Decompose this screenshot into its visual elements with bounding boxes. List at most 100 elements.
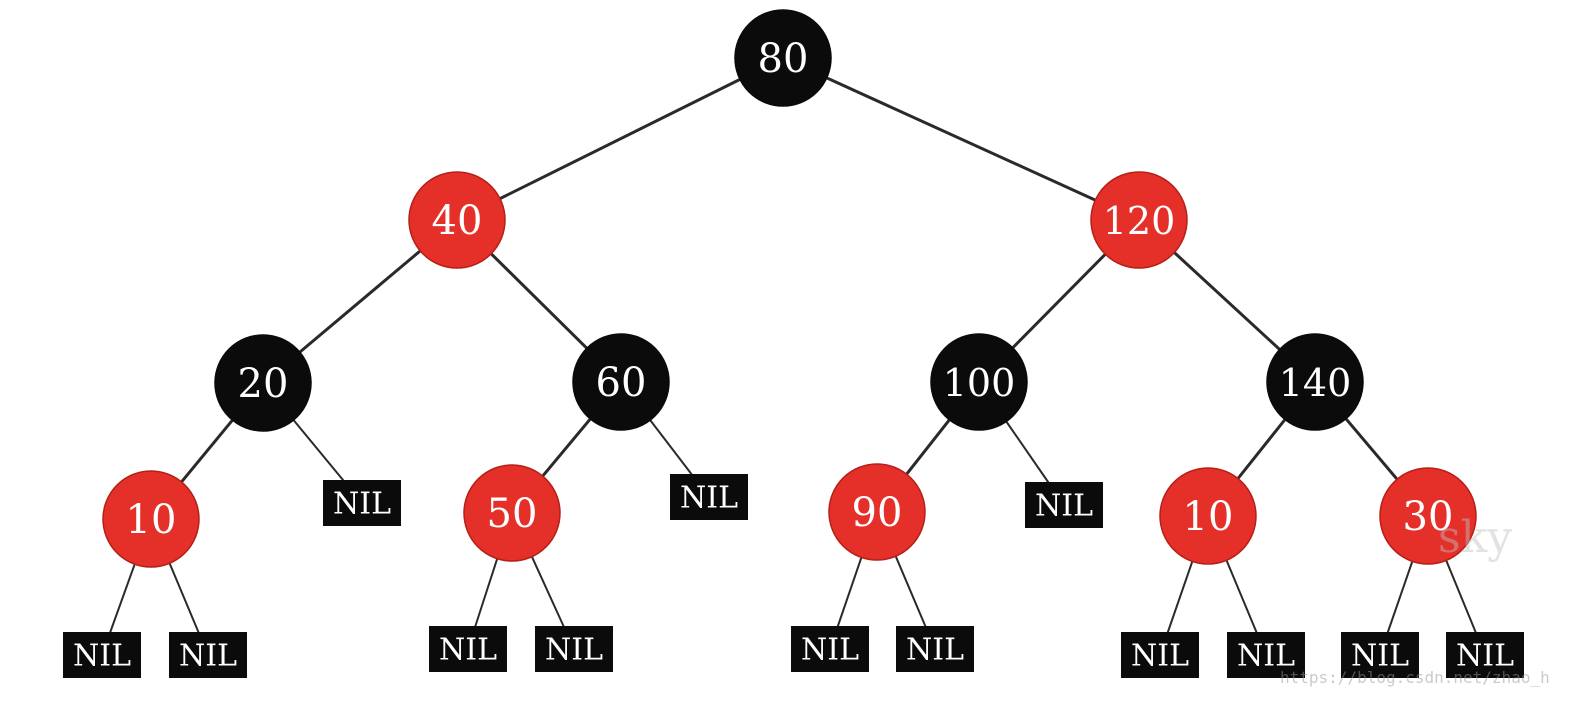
edge-90-to-nil-rllr: [894, 555, 927, 627]
edge-30-to-nil-rrrl: [1386, 560, 1414, 633]
black-node-80: 80: [734, 9, 832, 107]
nil-box: [169, 632, 247, 678]
edge-120-to-100-rl: [1011, 252, 1107, 350]
node-circle: [1266, 333, 1364, 431]
nil-leaf: NIL: [63, 632, 141, 678]
red-node-120: 120: [1090, 171, 1188, 269]
node-circle: [102, 470, 200, 568]
node-circle: [1379, 467, 1477, 565]
edge-60-to-50-lrl: [541, 417, 592, 478]
nil-box: [1227, 632, 1305, 678]
nil-box: [535, 626, 613, 672]
node-label: 50: [487, 491, 538, 537]
edge-10-to-nil-llll: [109, 563, 136, 633]
nil-label: NIL: [439, 633, 497, 668]
nil-box: [896, 626, 974, 672]
nil-label: NIL: [545, 633, 603, 668]
edge-100-to-nil-rlr: [1005, 420, 1050, 483]
node-circle: [463, 464, 561, 562]
node-label: 30: [1403, 494, 1454, 540]
edge-140-to-30-rrr: [1344, 417, 1399, 481]
edge-50-to-nil-lrll: [474, 557, 499, 627]
watermark-sky: sky: [1438, 512, 1513, 563]
nil-leaf: NIL: [1025, 482, 1103, 528]
edge-50-to-nil-lrlr: [530, 555, 565, 627]
edge-100-to-90-rll: [905, 418, 951, 476]
nil-leaf: NIL: [169, 632, 247, 678]
black-node-60: 60: [572, 333, 670, 431]
red-node-10: 10: [102, 470, 200, 568]
nil-label: NIL: [1131, 639, 1189, 674]
nil-box: [1121, 632, 1199, 678]
nil-leaf: NIL: [670, 474, 748, 520]
black-node-100: 100: [930, 333, 1028, 431]
node-label: 10: [126, 497, 177, 543]
edge-90-to-nil-rlll: [836, 556, 863, 627]
black-node-20: 20: [214, 334, 312, 432]
nil-leaf: NIL: [791, 626, 869, 672]
nil-label: NIL: [801, 633, 859, 668]
node-label: 20: [238, 361, 289, 407]
node-circle: [930, 333, 1028, 431]
nil-label: NIL: [906, 633, 964, 668]
node-label: 80: [758, 36, 809, 82]
nil-leaf: NIL: [1341, 632, 1419, 678]
red-node-30: 30: [1379, 467, 1477, 565]
nil-leaf: NIL: [1446, 632, 1524, 678]
nil-label: NIL: [1456, 639, 1514, 674]
nil-leaf: NIL: [323, 480, 401, 526]
red-node-10: 10: [1159, 467, 1257, 565]
nil-label: NIL: [1035, 489, 1093, 524]
edge-40-to-60-lr: [489, 252, 589, 350]
nil-label: NIL: [680, 481, 738, 516]
edge-60-to-nil-lrr: [649, 419, 693, 475]
edge-80-to-120-r: [825, 76, 1097, 202]
edge-40-to-20-ll: [298, 249, 422, 354]
nil-box: [791, 626, 869, 672]
node-label: 90: [852, 490, 903, 536]
nil-label: NIL: [1237, 639, 1295, 674]
nil-label: NIL: [333, 487, 391, 522]
nil-leaf: NIL: [1121, 632, 1199, 678]
node-circle: [408, 171, 506, 269]
edge-80-to-40-l: [498, 77, 742, 201]
red-node-90: 90: [828, 463, 926, 561]
node-label: 60: [596, 360, 647, 406]
red-node-50: 50: [463, 464, 561, 562]
nil-box: [323, 480, 401, 526]
nil-leaf: NIL: [429, 626, 507, 672]
nil-box: [670, 474, 748, 520]
node-label: 10: [1183, 494, 1234, 540]
nil-label: NIL: [1351, 639, 1409, 674]
nil-box: [63, 632, 141, 678]
node-label: 120: [1103, 199, 1176, 243]
node-label: 100: [943, 361, 1016, 405]
black-node-140: 140: [1266, 333, 1364, 431]
nil-leaf: NIL: [1227, 632, 1305, 678]
nil-box: [1341, 632, 1419, 678]
edge-30-to-nil-rrrr: [1445, 559, 1477, 633]
watermark-url: https://blog.csdn.net/zhao_h: [1280, 668, 1550, 687]
edge-10-to-nil-lllr: [168, 562, 200, 633]
node-label: 40: [432, 198, 483, 244]
nil-box: [1446, 632, 1524, 678]
edge-20-to-nil-llr: [292, 419, 344, 481]
nil-leaf: NIL: [535, 626, 613, 672]
node-circle: [572, 333, 670, 431]
red-node-40: 40: [408, 171, 506, 269]
node-circle: [214, 334, 312, 432]
nil-leaf: NIL: [896, 626, 974, 672]
edges-layer: [109, 76, 1477, 633]
edge-140-to-10-rrl: [1236, 418, 1287, 480]
node-circle: [1159, 467, 1257, 565]
nil-label: NIL: [73, 639, 131, 674]
nil-box: [1025, 482, 1103, 528]
edge-120-to-140-rr: [1172, 251, 1282, 351]
node-label: 140: [1279, 361, 1352, 405]
node-circle: [1090, 171, 1188, 269]
node-circle: [734, 9, 832, 107]
nil-box: [429, 626, 507, 672]
nil-label: NIL: [179, 639, 237, 674]
